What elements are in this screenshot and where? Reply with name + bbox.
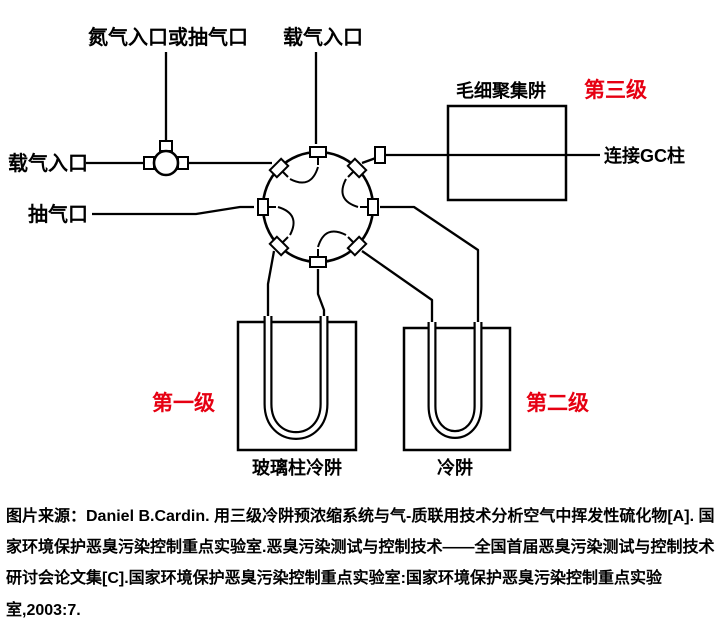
trap2-right-line [380, 205, 480, 330]
label-cold-trap: 冷阱 [437, 457, 473, 478]
label-stage-two: 第二级 [526, 391, 589, 415]
label-carrier-inlet-top: 载气入口 [283, 25, 363, 49]
label-nitrogen-inlet: 氮气入口或抽气口 [88, 25, 248, 49]
rotor-channel [289, 166, 319, 184]
rotary-valve [257, 146, 386, 268]
valve-port [346, 235, 368, 257]
label-pump-port: 抽气口 [28, 202, 88, 226]
inlet-valve-left-fitting [143, 156, 155, 170]
cold-u-tube-bore [429, 322, 481, 437]
rotary-valve-ports [257, 146, 386, 268]
label-glass-column-trap: 玻璃柱冷阱 [252, 457, 342, 478]
inlet-valve-top-fitting [159, 140, 173, 152]
figure-caption: 图片来源：Daniel B.Cardin. 用三级冷阱预浓缩系统与气-质联用技术… [6, 508, 715, 619]
valve-port [309, 146, 327, 158]
u-tubes [263, 316, 483, 440]
inlet-valve-right-fitting [177, 156, 189, 170]
preconcentration-diagram: 氮气入口或抽气口 载气入口 载气入口 抽气口 毛细聚集阱 第三级 连接GC柱 第… [8, 25, 685, 478]
valve-port [257, 198, 269, 216]
label-carrier-inlet-left: 载气入口 [8, 151, 88, 175]
valve-port [268, 157, 290, 179]
valve-port [309, 256, 327, 268]
glass-trap-dewar-box [236, 320, 358, 452]
rotor-channel [277, 206, 295, 236]
valve-port [268, 235, 290, 257]
capillary-trap-box [446, 104, 568, 202]
pump-port-line [92, 205, 254, 216]
cold-trap-dewar-box [402, 326, 512, 452]
inlet-valve-symbol [143, 140, 189, 177]
valve-port [346, 157, 368, 179]
label-stage-one: 第一级 [152, 391, 215, 415]
rotor-channel [317, 230, 347, 248]
trap1-left-line [266, 250, 276, 330]
inlet-valve-body [152, 149, 180, 177]
valve-port [367, 198, 379, 216]
glass-u-tube-bore [265, 316, 327, 438]
rotor-channel [341, 178, 359, 208]
gc-line-fitting [374, 146, 386, 164]
label-stage-three: 第三级 [584, 78, 647, 102]
trap2-left-line [361, 250, 434, 330]
label-capillary-trap: 毛细聚集阱 [456, 80, 546, 101]
label-gc-column: 连接GC柱 [604, 145, 685, 166]
